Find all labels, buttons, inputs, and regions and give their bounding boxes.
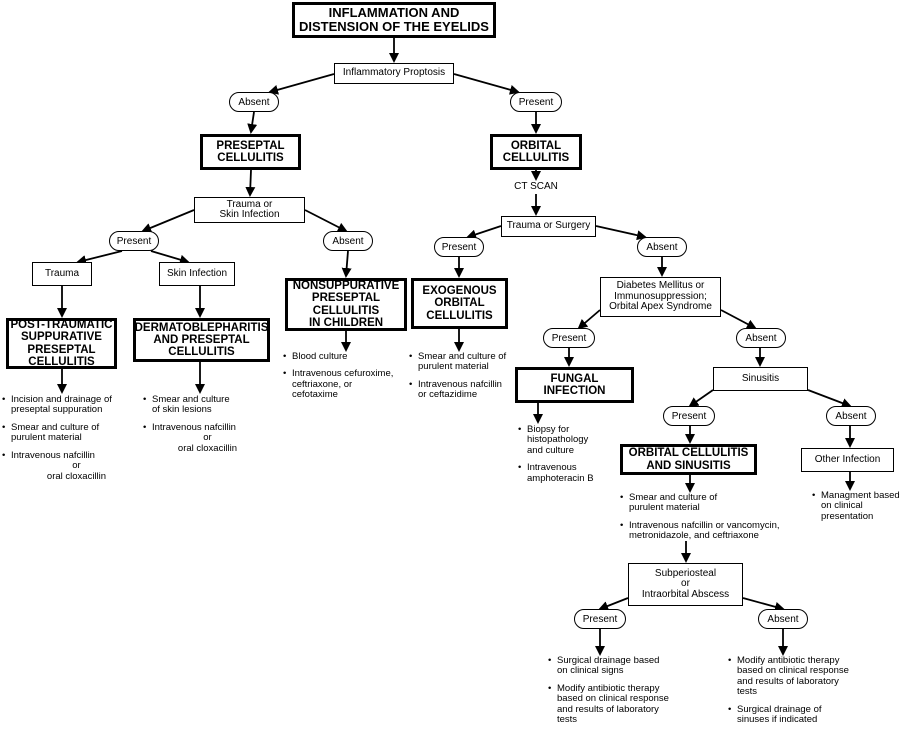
connector-arrow xyxy=(304,209,348,232)
bullet-item: Biopsy for histopathology and culture xyxy=(518,424,613,456)
pill-present-fungal: Present xyxy=(543,328,595,348)
connector-arrow xyxy=(341,250,352,278)
node-abscess: Subperiosteal or Intraorbital Abscess xyxy=(628,563,743,606)
connector-arrow xyxy=(742,597,785,612)
connector-arrow xyxy=(247,111,258,134)
node-preseptal-cellulitis: PRESEPTAL CELLULITIS xyxy=(200,134,301,170)
node-inflammatory-proptosis: Inflammatory Proptosis xyxy=(334,63,454,84)
connector-arrow xyxy=(141,209,195,233)
bullet-item: Intravenous amphoteracin B xyxy=(518,463,613,484)
pill-present-trauma: Present xyxy=(109,231,159,251)
bullet-item: Blood culture xyxy=(283,351,408,363)
node-fungal-infection: FUNGAL INFECTION xyxy=(515,367,634,403)
pill-absent-diabetes: Absent xyxy=(637,237,687,257)
connector-arrow xyxy=(466,225,502,240)
connector-arrow xyxy=(598,597,629,611)
node-root: INFLAMMATION AND DISTENSION OF THE EYELI… xyxy=(292,2,496,38)
bullet-item: Surgical drainage of sinuses if indicate… xyxy=(728,704,878,726)
bullet-item: Modify antibiotic therapy based on clini… xyxy=(728,655,878,698)
node-nonsuppurative: NONSUPPURATIVE PRESEPTAL CELLULITIS IN C… xyxy=(285,278,407,331)
node-trauma-or-surgery: Trauma or Surgery xyxy=(501,216,596,237)
connector-arrow xyxy=(577,309,601,330)
pill-absent-abscess: Absent xyxy=(758,609,808,629)
node-orbital-cellulitis-sinusitis: ORBITAL CELLULITIS AND SINUSITIS xyxy=(620,444,757,475)
list-abscess-absent: Modify antibiotic therapy based on clini… xyxy=(728,655,878,733)
node-diabetes: Diabetes Mellitus or Immunosuppression; … xyxy=(600,277,721,317)
node-dermatoblepharitis: DERMATOBLEPHARITIS AND PRESEPTAL CELLULI… xyxy=(133,318,270,362)
bullet-item: Intravenous nafcillin or ceftazidime xyxy=(409,379,519,401)
connector-arrow xyxy=(453,73,520,95)
list-other-infection: Managment based on clinical presentation xyxy=(812,490,907,529)
label-ct-scan: CT SCAN xyxy=(514,181,558,192)
connector-arrow xyxy=(688,389,714,408)
connector-arrow xyxy=(76,250,123,265)
bullet-item: Smear and culture of purulent material xyxy=(409,351,519,373)
node-orbital-cellulitis: ORBITAL CELLULITIS xyxy=(490,134,582,170)
pill-present-orbital: Present xyxy=(510,92,562,112)
bullet-item: Incision and drainage of preseptal suppu… xyxy=(2,394,142,416)
list-nonsuppurative: Blood cultureIntravenous cefuroxime, cef… xyxy=(283,351,408,408)
pill-absent-preseptal: Absent xyxy=(229,92,279,112)
bullet-item: Intravenous cefuroxime, ceftriaxone, or … xyxy=(283,369,408,400)
bullet-item: Surgical drainage based on clinical sign… xyxy=(548,655,698,677)
pill-present-abscess: Present xyxy=(574,609,626,629)
pill-present-exogenous: Present xyxy=(434,237,484,257)
list-abscess-present: Surgical drainage based on clinical sign… xyxy=(548,655,698,733)
node-other-infection: Other Infection xyxy=(801,448,894,472)
list-fungal: Biopsy for histopathology and cultureInt… xyxy=(518,424,613,491)
bullet-item: Managment based on clinical presentation xyxy=(812,490,907,522)
node-sinusitis: Sinusitis xyxy=(713,367,808,391)
node-post-traumatic: POST-TRAUMATIC SUPPURATIVE PRESEPTAL CEL… xyxy=(6,318,117,369)
pill-absent-other: Absent xyxy=(826,406,876,426)
node-trauma-or-skin-infection: Trauma or Skin Infection xyxy=(194,197,305,223)
node-exogenous: EXOGENOUS ORBITAL CELLULITIS xyxy=(411,278,508,329)
node-skin-infection: Skin Infection xyxy=(159,262,235,286)
list-dermatoblepharitis: Smear and culture of skin lesionsIntrave… xyxy=(143,394,263,461)
list-orbital-sinusitis: Smear and culture of purulent materialIn… xyxy=(620,492,800,549)
node-trauma: Trauma xyxy=(32,262,92,286)
list-exogenous: Smear and culture of purulent materialIn… xyxy=(409,351,519,408)
bullet-item: Smear and culture of purulent material xyxy=(620,492,800,514)
pill-present-orb-sinus: Present xyxy=(663,406,715,426)
connector-arrow xyxy=(150,250,190,265)
bullet-item: Modify antibiotic therapy based on clini… xyxy=(548,683,698,726)
pill-absent-nonsupp: Absent xyxy=(323,231,373,251)
list-post-traumatic: Incision and drainage of preseptal suppu… xyxy=(2,394,142,489)
connector-arrow xyxy=(268,73,335,95)
connector-arrow xyxy=(595,225,647,241)
bullet-item: Smear and culture of purulent material xyxy=(2,422,142,444)
pill-absent-sinusitis: Absent xyxy=(736,328,786,348)
connector-arrow xyxy=(245,169,256,197)
connector-arrow xyxy=(720,309,757,329)
bullet-item: Intravenous nafcillin or vancomycin, met… xyxy=(620,520,800,542)
bullet-item: Smear and culture of skin lesions xyxy=(143,394,263,416)
connector-arrow xyxy=(807,389,852,408)
